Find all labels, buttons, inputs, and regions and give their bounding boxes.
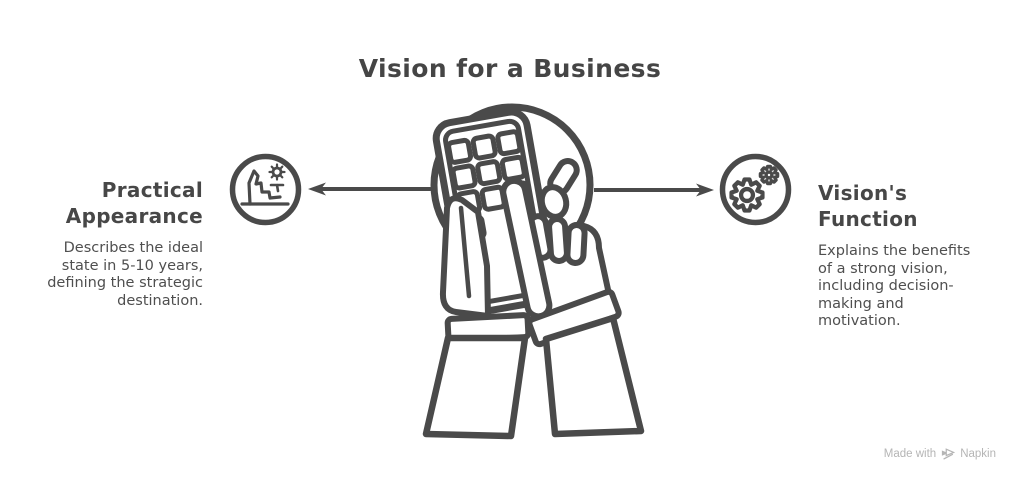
cliff-sun-icon xyxy=(227,151,304,228)
left-sleeve xyxy=(422,334,529,440)
watermark-brand: Napkin xyxy=(960,448,996,460)
right-sleeve xyxy=(542,314,645,438)
gears-icon xyxy=(717,151,794,228)
connector-arrow-right xyxy=(594,182,716,198)
watermark-prefix: Made with xyxy=(883,448,937,460)
right-node-description: Explains the benefits of a strong vision… xyxy=(818,243,971,329)
hands-calculator-illustration xyxy=(388,96,654,446)
page-title: Vision for a Business xyxy=(358,54,662,83)
right-node: Vision's Function Explains the benefits … xyxy=(818,180,990,331)
napkin-logo-icon xyxy=(942,448,956,460)
right-node-heading: Vision's Function xyxy=(818,181,918,231)
left-hand xyxy=(439,195,491,319)
right-hand xyxy=(500,158,615,332)
connector-arrow-left xyxy=(306,181,432,197)
left-node-heading: Practical Appearance xyxy=(65,178,203,228)
napkin-watermark[interactable]: Made with Napkin xyxy=(884,447,996,461)
left-node: Practical Appearance Describes the ideal… xyxy=(30,177,203,310)
left-node-description: Describes the ideal state in 5-10 years,… xyxy=(47,240,203,309)
